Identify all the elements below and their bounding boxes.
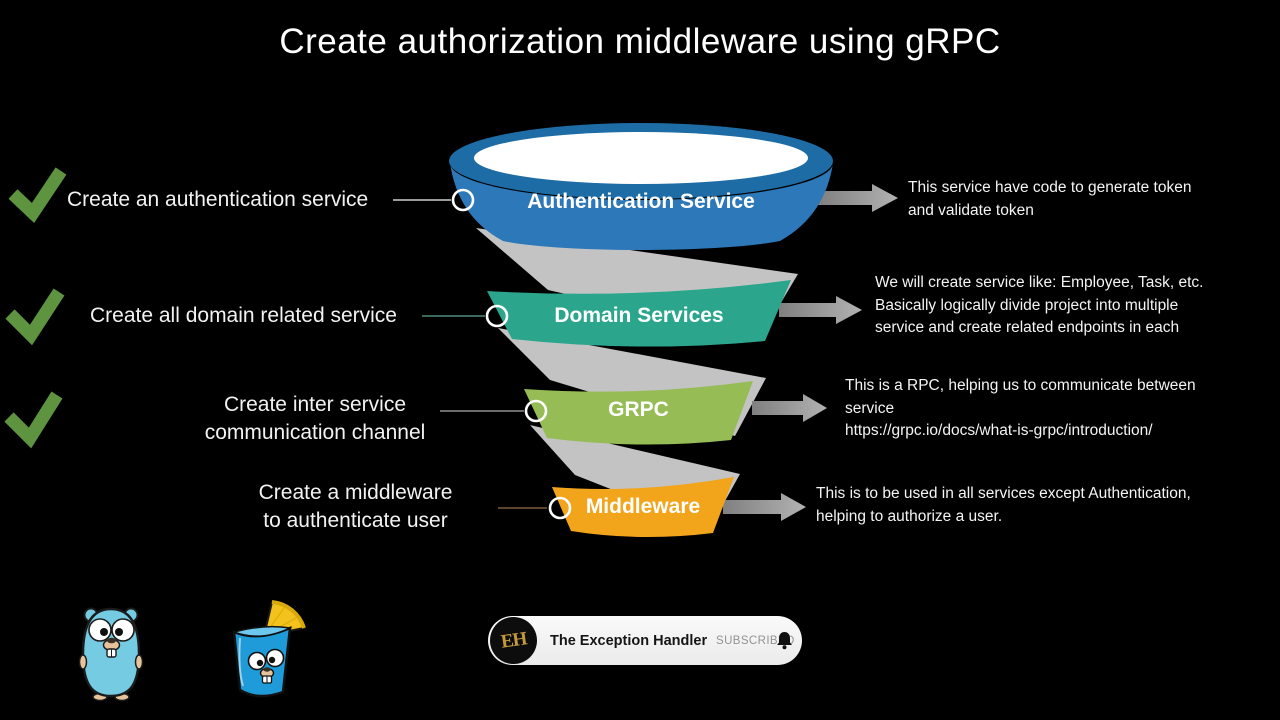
channel-logo-monogram: EH (499, 627, 528, 653)
channel-logo: EH (490, 617, 537, 664)
task-line: Create all domain related service (90, 304, 397, 327)
task-line: to authenticate user (263, 509, 448, 532)
subscribe-banner[interactable]: EH The Exception Handler SUBSCRIBED (488, 616, 802, 665)
task-middleware: Create a middleware to authenticate user (248, 479, 463, 535)
channel-name: The Exception Handler (550, 632, 708, 649)
task-authentication: Create an authentication service (67, 186, 368, 214)
check-icon (4, 391, 63, 449)
desc-line: helping to authorize a user. (816, 507, 1003, 525)
check-icon (5, 288, 65, 346)
task-grpc: Create inter service communication chann… (195, 391, 435, 447)
stage-label-grpc: GRPC (608, 398, 669, 421)
desc-line: This service have code to generate token (908, 179, 1192, 196)
gopher-mascot (78, 607, 144, 702)
funnel-stage-authentication (450, 163, 833, 250)
page-title: Create authorization middleware using gR… (279, 22, 1001, 61)
arrow-right-icon (818, 184, 898, 212)
funnel-top-opening (474, 132, 808, 184)
desc-line: service (845, 399, 895, 417)
stage-label-domain: Domain Services (554, 304, 724, 327)
connector-dot (548, 496, 572, 520)
gopher-in-glass (231, 600, 306, 698)
desc-line: service and create related endpoints in … (875, 319, 1180, 336)
task-line: Create an authentication service (67, 188, 369, 211)
arrow-right-icon (752, 394, 827, 422)
stage-label-middleware: Middleware (585, 495, 701, 518)
desc-line: This is a RPC, helping us to communicate… (845, 377, 1196, 394)
desc-line: and validate token (908, 201, 1034, 219)
stage-label-authentication: Authentication Service (527, 190, 755, 213)
check-icon (8, 167, 67, 224)
desc-middleware: This is to be used in all services excep… (816, 483, 1191, 528)
task-line: communication channel (204, 421, 426, 444)
funnel-stage-domain (487, 280, 791, 347)
bell-icon[interactable] (775, 631, 794, 650)
connector-dot (451, 188, 475, 212)
desc-grpc: This is a RPC, helping us to communicate… (845, 375, 1196, 443)
desc-line: This is to be used in all services excep… (816, 485, 1191, 502)
desc-line: Basically logically divide project into … (875, 296, 1179, 314)
arrow-right-icon (723, 493, 806, 521)
subscribed-status[interactable]: SUBSCRIBED (716, 634, 795, 647)
task-line: Create inter service (223, 393, 407, 416)
funnel-stage-middleware (552, 477, 734, 538)
connector-dot (524, 399, 548, 423)
task-domain: Create all domain related service (90, 302, 397, 330)
desc-domain: We will create service like: Employee, T… (875, 272, 1204, 340)
desc-line: We will create service like: Employee, T… (875, 274, 1204, 291)
connector-dot (485, 304, 509, 328)
desc-line: https://grpc.io/docs/what-is-grpc/introd… (845, 422, 1153, 439)
arrow-right-icon (779, 296, 862, 324)
funnel-stage-grpc (524, 381, 753, 445)
task-line: Create a middleware (258, 481, 453, 504)
desc-authentication: This service have code to generate token… (908, 177, 1191, 222)
